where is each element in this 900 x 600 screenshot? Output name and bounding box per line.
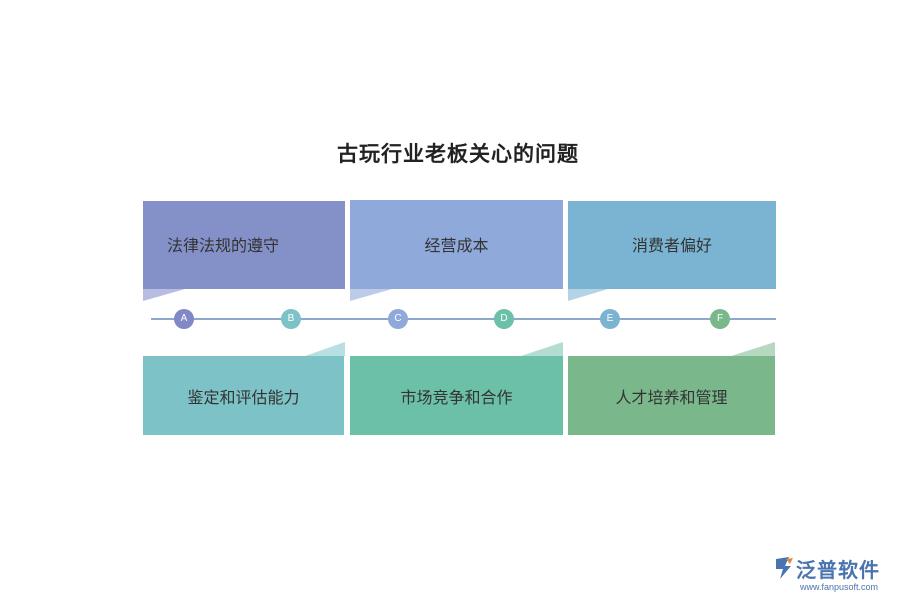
node-letter: E [606,313,614,324]
card-tab [305,342,345,356]
timeline-node-d: D [494,309,514,329]
node-letter: A [180,313,188,324]
node-letter: B [287,313,295,324]
node-letter: D [500,313,508,324]
brand-logo: 泛普软件 www.fanpusoft.com [772,551,894,599]
card-tab [143,289,185,301]
card-operating-cost: 经营成本 [350,200,563,289]
logo-name: 泛普软件 [796,558,880,582]
card-label: 经营成本 [424,235,489,255]
card-market-competition: 市场竞争和合作 [350,356,563,435]
card-tab [568,289,608,301]
card-tab [731,342,775,356]
timeline-node-f: F [710,309,730,329]
card-talent-management: 人才培养和管理 [568,356,775,435]
timeline-node-a: A [174,309,194,329]
card-label: 鉴定和评估能力 [187,387,300,407]
card-tab [350,289,392,301]
card-tab [521,342,563,356]
card-label: 消费者偏好 [631,236,712,255]
card-label: 人才培养和管理 [615,387,728,407]
timeline-node-b: B [281,309,301,329]
card-label: 法律法规的遵守 [166,236,279,255]
timeline-node-e: E [600,309,620,329]
card-label: 市场竞争和合作 [400,387,513,407]
node-letter: C [394,313,402,324]
card-appraisal-ability: 鉴定和评估能力 [143,356,344,435]
logo-mark-icon [776,557,793,579]
logo-url: www.fanpusoft.com [800,582,879,592]
node-letter: F [716,313,724,324]
card-consumer-preference: 消费者偏好 [568,201,776,289]
diagram-title: 古玩行业老板关心的问题 [337,141,579,166]
timeline-line [151,318,776,320]
timeline-node-c: C [388,309,408,329]
card-legal-compliance: 法律法规的遵守 [143,201,345,289]
